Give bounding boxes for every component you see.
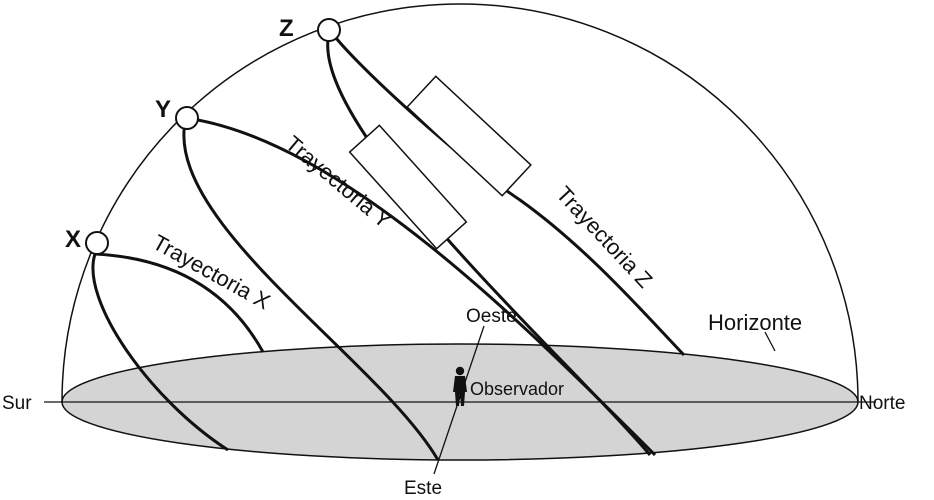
sun-position-y-icon [175, 106, 199, 130]
path-z-line [328, 29, 686, 357]
path-label-x: Trayectoria X [149, 230, 275, 315]
direction-north: Norte [859, 393, 905, 414]
direction-south: Sur [2, 393, 32, 414]
sun-position-z-icon [317, 18, 341, 42]
point-label-z: Z [279, 15, 294, 42]
direction-west: Oeste [466, 306, 517, 327]
horizon-pointer [764, 331, 776, 352]
observer-icon [453, 366, 467, 406]
point-label-y: Y [155, 96, 171, 123]
path-z-lower [326, 29, 652, 456]
path-x-lower [91, 253, 229, 452]
point-label-x: X [65, 226, 81, 253]
horizon-label: Horizonte [708, 310, 802, 335]
direction-east: Este [404, 478, 442, 499]
path-y-lower [182, 117, 440, 461]
answer-box-upper [406, 75, 532, 197]
observer-label: Observador [470, 379, 564, 399]
answer-box-lower [348, 124, 468, 250]
path-x-line [94, 252, 265, 353]
celestial-dome [61, 3, 859, 403]
sun-position-x-icon [85, 231, 109, 255]
